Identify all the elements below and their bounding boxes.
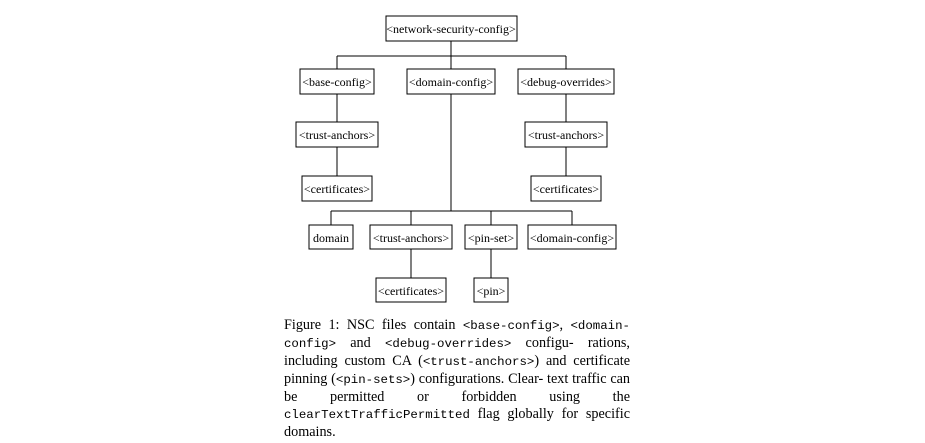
node-pin: <pin> <box>473 277 509 303</box>
node-debug-certificates: <certificates> <box>530 175 602 202</box>
caption-text-5: ) and certificate pinning ( <box>284 353 630 387</box>
svg-text:<certificates>: <certificates> <box>533 182 599 196</box>
caption-text-6: ) configurations. Clear- text traffic ca… <box>284 371 631 405</box>
svg-text:<certificates>: <certificates> <box>378 284 444 298</box>
caption-text-2: , <box>559 317 571 333</box>
node-network-security-config: <network-security-config> <box>385 15 518 42</box>
svg-text:<pin-set>: <pin-set> <box>468 231 514 245</box>
caption-code-base-config: <base-config> <box>462 319 560 333</box>
svg-text:<debug-overrides>: <debug-overrides> <box>520 75 612 89</box>
node-base-certificates: <certificates> <box>301 175 373 202</box>
caption-code-trust-anchors: <trust-anchors> <box>422 355 535 369</box>
svg-text:domain: domain <box>313 231 349 245</box>
node-domain-config: <domain-config> <box>406 68 496 95</box>
node-debug-overrides: <debug-overrides> <box>517 68 615 95</box>
node-debug-trust-anchors: <trust-anchors> <box>524 121 608 148</box>
node-domain-certificates: <certificates> <box>375 277 447 303</box>
svg-text:<base-config>: <base-config> <box>302 75 372 89</box>
caption-code-debug-overrides: <debug-overrides> <box>384 337 512 351</box>
svg-text:<trust-anchors>: <trust-anchors> <box>299 128 375 142</box>
svg-text:<domain-config>: <domain-config> <box>530 231 614 245</box>
nsc-tree-diagram: <network-security-config> <base-config> … <box>295 15 617 303</box>
caption-code-pin-sets: <pin-sets> <box>335 373 411 387</box>
svg-text:<network-security-config>: <network-security-config> <box>386 22 516 36</box>
node-domain-trust-anchors: <trust-anchors> <box>369 224 453 250</box>
node-base-trust-anchors: <trust-anchors> <box>295 121 379 148</box>
node-base-config: <base-config> <box>299 68 375 95</box>
caption-code-cleartext-flag: clearTextTrafficPermitted <box>284 408 470 422</box>
svg-text:<certificates>: <certificates> <box>304 182 370 196</box>
node-domain: domain <box>308 224 354 250</box>
caption-text-4: configu- rations, including custom CA ( <box>284 335 630 369</box>
node-pin-set: <pin-set> <box>464 224 518 250</box>
node-nested-domain-config: <domain-config> <box>527 224 617 250</box>
caption-text-7: flag globally for specific domains. <box>284 406 630 440</box>
tree-edges <box>330 41 573 278</box>
svg-text:<domain-config>: <domain-config> <box>409 75 493 89</box>
svg-text:<trust-anchors>: <trust-anchors> <box>528 128 604 142</box>
caption-text-3: and <box>336 335 385 351</box>
caption-text-1: Figure 1: NSC files contain <box>284 317 463 333</box>
figure-caption: Figure 1: NSC files contain <base-config… <box>284 317 630 441</box>
caption-code-domain-config: <domain-config> <box>284 319 630 351</box>
svg-text:<pin>: <pin> <box>477 284 506 298</box>
svg-text:<trust-anchors>: <trust-anchors> <box>373 231 449 245</box>
